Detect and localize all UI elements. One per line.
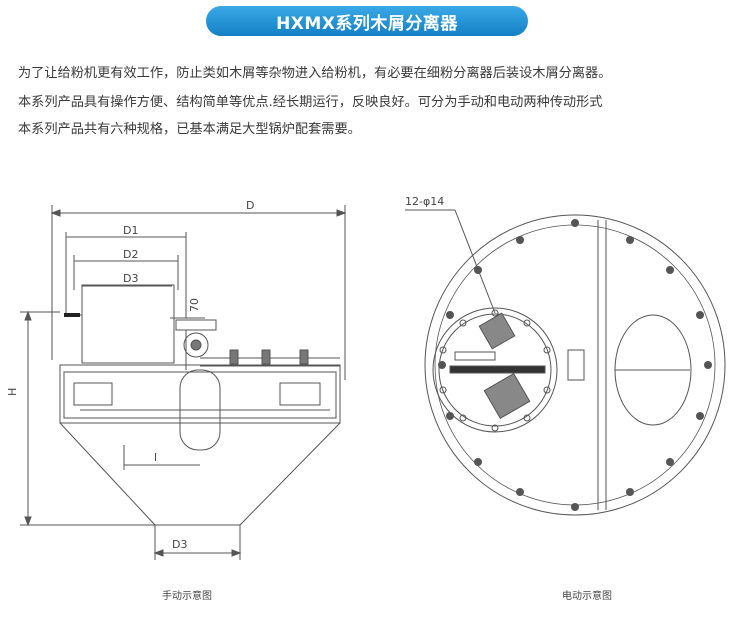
page-title: HXMX系列木屑分离器 [276,13,458,34]
electric-top-view [424,214,726,516]
dimension-label-l: l [154,451,157,464]
inner-bolt-ring [439,309,551,432]
hole-spec-label: 12-φ14 [405,195,444,208]
dimension-label-D3-bottom: D3 [172,538,187,551]
manual-side-view [20,205,347,560]
dimension-label-D: D [246,199,254,212]
intro-paragraph-3: 本系列产品共有六种规格，已基本满足大型锅炉配套需要。 [18,122,361,137]
intro-paragraph-1: 为了让给粉机更有效工作，防止类如木屑等杂物进入给粉机，有必要在细粉分离器后装设木… [18,66,612,81]
dimension-label-H: H [6,388,19,396]
dimension-label-D2: D2 [123,248,138,261]
bolt-holes [438,219,712,511]
intro-paragraph-2: 本系列产品具有操作方便、结构简单等优点.经长期运行，反映良好。可分为手动和电动两… [18,95,603,110]
dimension-label-70: 70 [188,298,201,312]
dimension-label-D3-top: D3 [123,272,138,285]
manual-diagram-caption: 手动示意图 [162,591,212,602]
title-banner: HXMX系列木屑分离器 [206,6,528,36]
dimension-label-D1: D1 [123,224,138,237]
electric-diagram-caption: 电动示意图 [562,591,612,602]
